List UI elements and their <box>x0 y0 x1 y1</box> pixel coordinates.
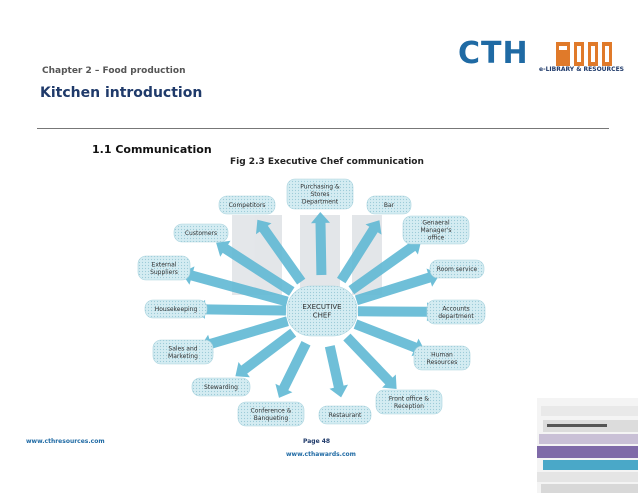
footer-website[interactable]: www.cthawards.com <box>286 451 356 458</box>
node-label: Front office & <box>389 395 429 402</box>
cth-logo: CTH e-LIBRARY & RESOURCES <box>458 36 626 76</box>
node-room: Room service <box>429 259 485 279</box>
node-frontoffice: Front office &Reception <box>375 389 443 415</box>
arrow-to-frontoffice <box>343 333 397 389</box>
logo-subtitle: e-LIBRARY & RESOURCES <box>539 66 624 73</box>
section-heading: 1.1 Communication <box>92 143 212 156</box>
footer-website-left[interactable]: www.cthresources.com <box>26 438 105 445</box>
node-label: Genaeral <box>422 220 450 227</box>
node-box <box>173 223 229 243</box>
node-conference: Conference &Banqueting <box>237 401 305 427</box>
node-label: Resources <box>427 359 458 366</box>
node-box <box>318 405 372 425</box>
arrow-to-housekeeping <box>194 299 287 319</box>
node-label: Manager's <box>420 227 451 234</box>
node-box <box>426 299 486 325</box>
arrow-to-sales <box>200 316 289 353</box>
arrow-to-bar <box>337 220 382 284</box>
arrow-to-conference <box>275 341 311 398</box>
node-box <box>144 299 208 319</box>
node-label: Sales and <box>168 345 197 352</box>
node-label: EXECUTIVE <box>302 303 341 311</box>
logo-text: CTH <box>458 36 529 71</box>
node-box <box>366 195 412 215</box>
arrow-to-gm <box>348 239 422 295</box>
node-label: Stewarding <box>204 384 238 391</box>
node-box <box>218 195 276 215</box>
node-box <box>237 401 305 427</box>
node-label: Competitors <box>229 202 266 209</box>
node-box <box>137 255 191 281</box>
node-label: Room service <box>437 266 478 273</box>
arrow-to-hr <box>353 319 426 357</box>
arrow-to-accounts <box>358 302 438 322</box>
page-number: Page 48 <box>303 438 331 445</box>
header-divider <box>37 128 609 129</box>
node-label: Customers <box>185 230 217 237</box>
node-label: Housekeeping <box>155 306 198 313</box>
node-label: Conference & <box>251 407 292 414</box>
arrow-to-external <box>181 266 289 307</box>
node-restaurant: Restaurant <box>318 405 372 425</box>
books-image <box>537 398 638 493</box>
node-label: Purchasing & <box>300 184 340 191</box>
arrow-to-stewarding <box>235 328 297 378</box>
node-box <box>286 285 358 337</box>
node-customers: Customers <box>173 223 229 243</box>
node-label: External <box>152 261 177 268</box>
arrow-to-competitors <box>256 219 306 285</box>
figure-caption: Fig 2.3 Executive Chef communication <box>230 157 424 167</box>
node-box <box>152 339 214 365</box>
node-box <box>413 345 471 371</box>
node-label: Stores <box>311 191 330 198</box>
node-label: Accounts <box>442 305 469 312</box>
node-label: Suppliers <box>150 269 178 276</box>
node-bar: Bar <box>366 195 412 215</box>
arrow-to-room <box>354 268 440 306</box>
node-label: office <box>428 235 445 242</box>
node-box <box>375 389 443 415</box>
node-label: Reception <box>394 403 424 410</box>
node-box <box>429 259 485 279</box>
node-label: Human <box>431 351 453 358</box>
arrow-to-restaurant <box>324 345 348 398</box>
node-label: Marketing <box>168 353 198 360</box>
node-label: Department <box>302 199 339 206</box>
page-title: Kitchen introduction <box>40 85 203 101</box>
arrow-to-purchasing <box>311 212 330 276</box>
node-stewarding: Stewarding <box>191 377 251 397</box>
node-box <box>286 178 354 210</box>
node-label: CHEF <box>313 312 332 320</box>
node-label: Bar <box>384 202 395 209</box>
arrow-to-customers <box>216 240 295 296</box>
node-label: Banqueting <box>254 415 289 422</box>
node-label: Restaurant <box>329 412 362 419</box>
node-box <box>191 377 251 397</box>
node-box <box>402 215 470 245</box>
node-label: department <box>438 313 474 320</box>
chapter-label: Chapter 2 – Food production <box>42 66 186 76</box>
node-competitors: Competitors <box>218 195 276 215</box>
logo-graphic-icon <box>556 42 612 66</box>
node-housekeeping: Housekeeping <box>144 299 208 319</box>
